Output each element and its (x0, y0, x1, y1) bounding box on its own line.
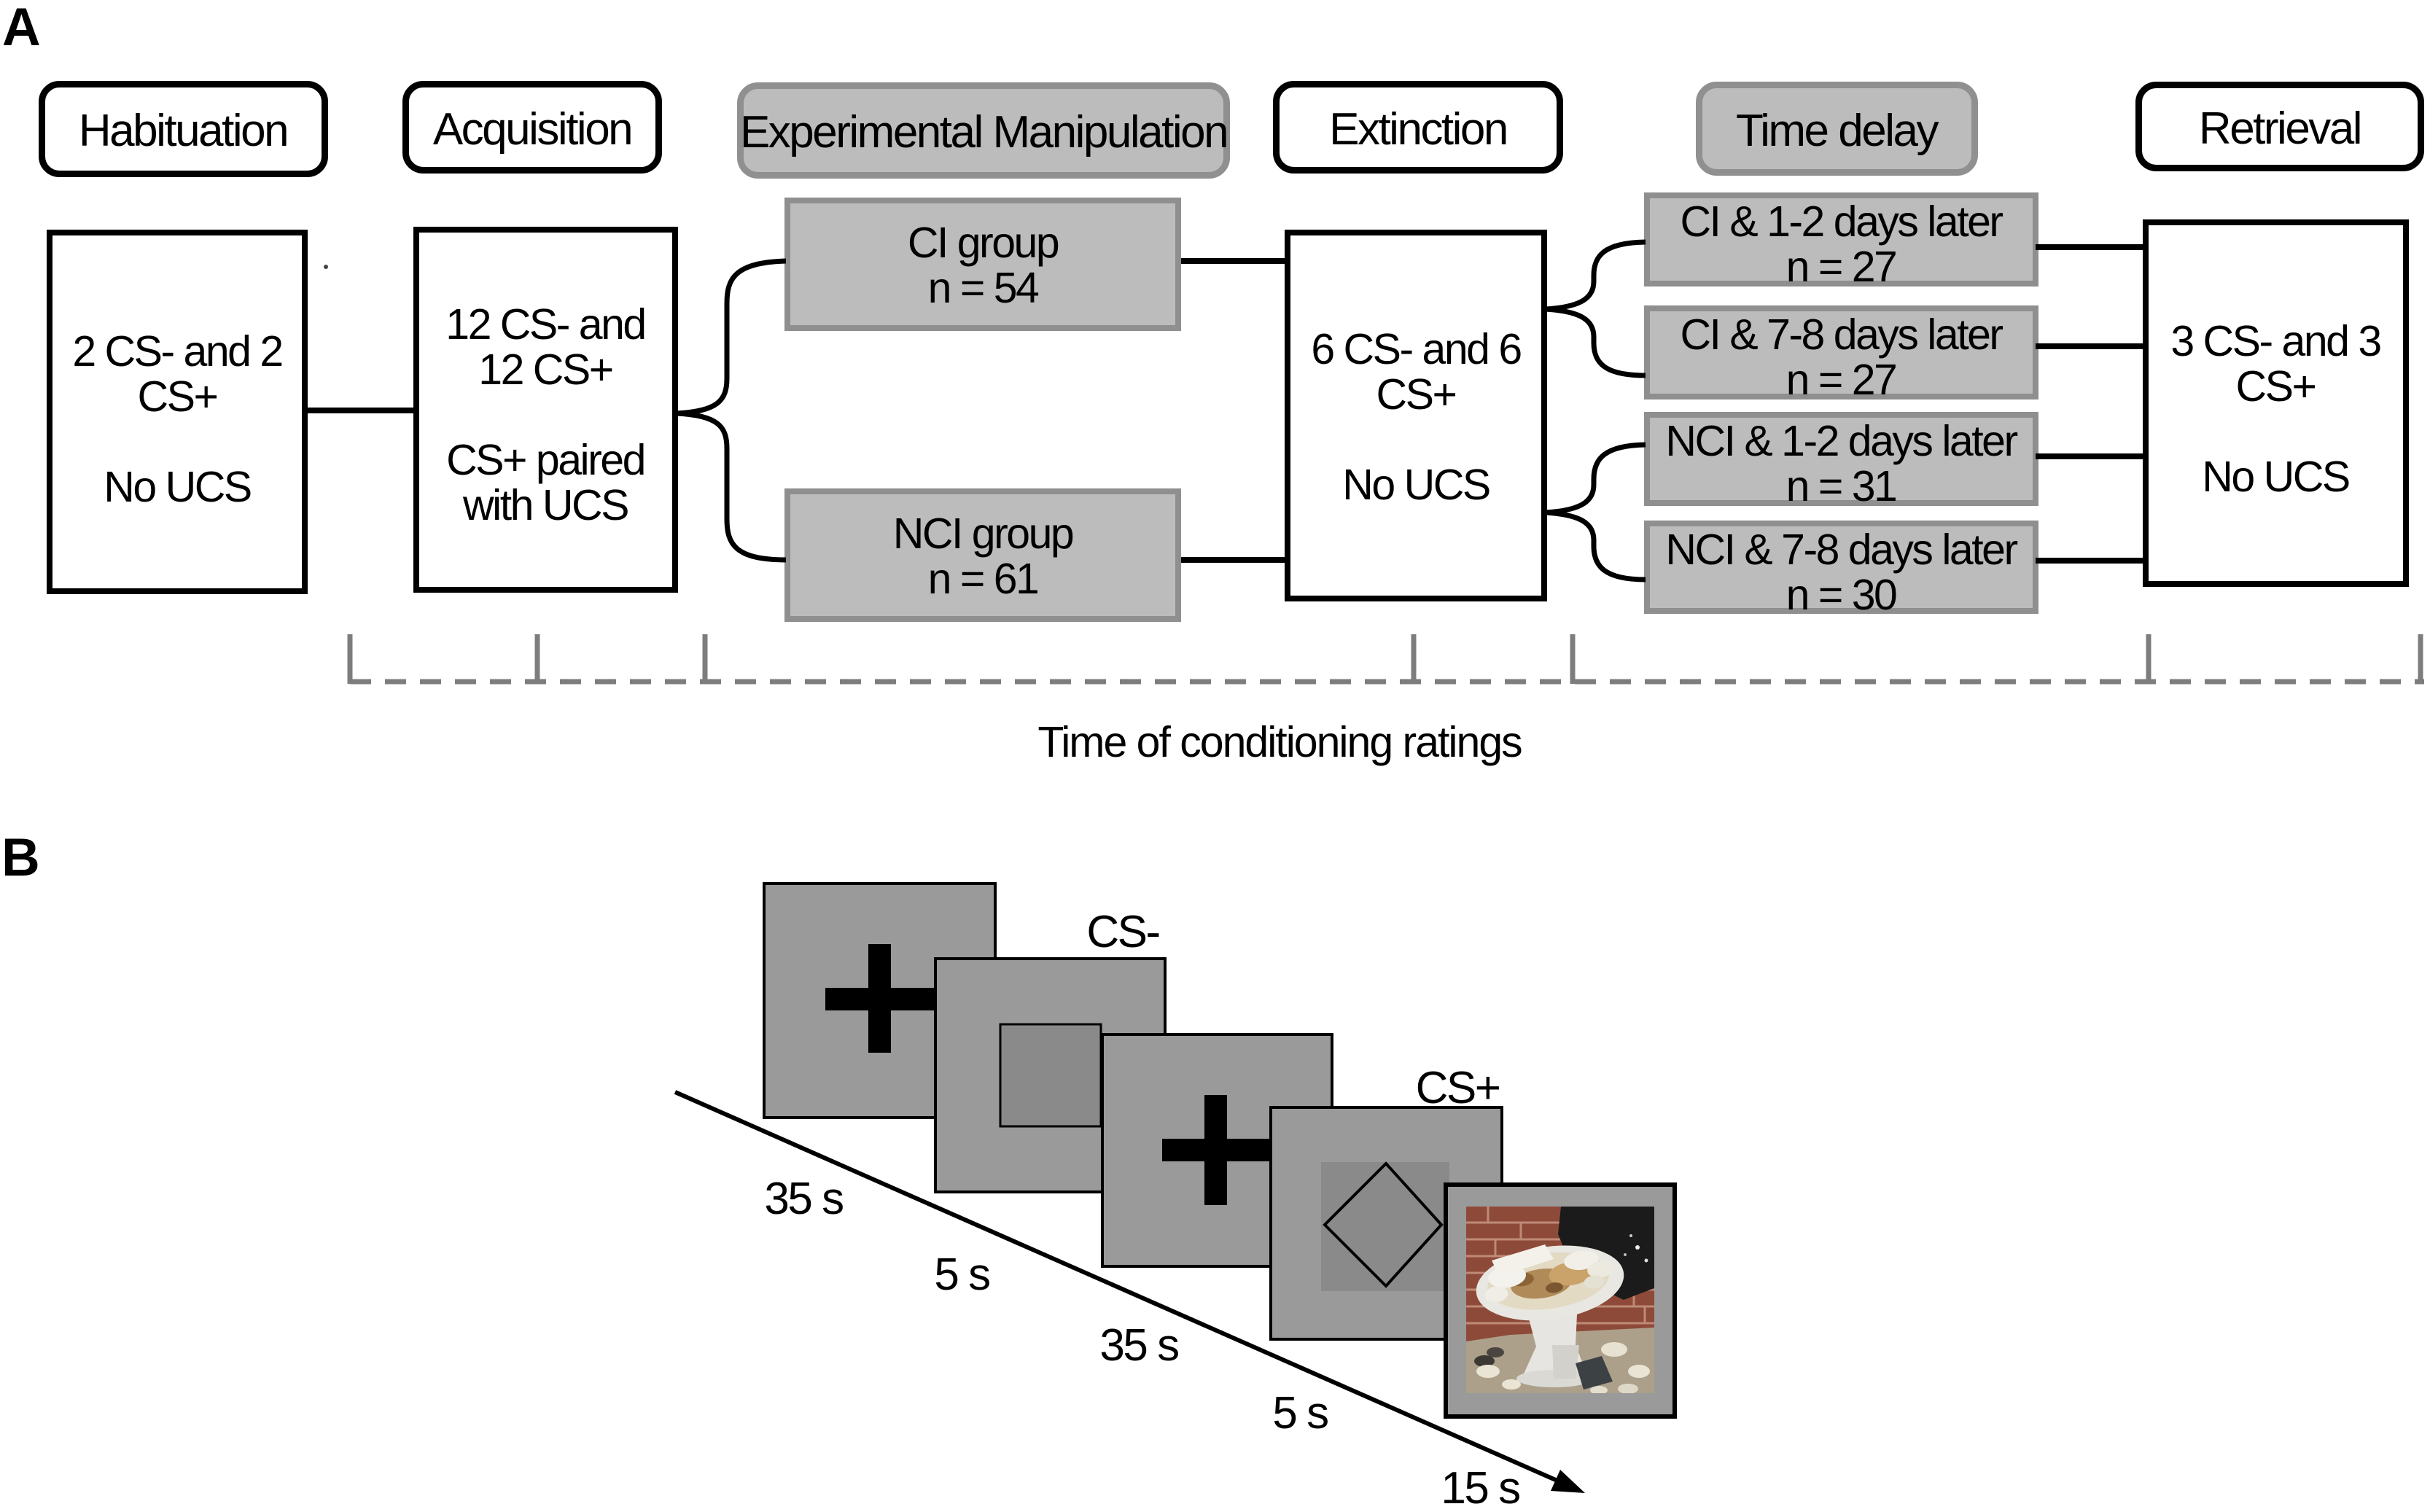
svg-text:B: B (1, 828, 40, 887)
svg-text:No UCS: No UCS (1342, 461, 1489, 509)
svg-text:with UCS: with UCS (462, 481, 628, 529)
svg-text:Extinction: Extinction (1329, 104, 1507, 155)
svg-text:5 s: 5 s (1272, 1388, 1328, 1438)
svg-text:NCI & 7-8 days later: NCI & 7-8 days later (1665, 526, 2017, 574)
svg-text:35 s: 35 s (1099, 1320, 1178, 1371)
svg-text:Time of conditioning ratings: Time of conditioning ratings (1037, 718, 1522, 766)
svg-text:Acquisition: Acquisition (433, 104, 631, 155)
svg-text:Time delay: Time delay (1736, 106, 1939, 156)
svg-text:No UCS: No UCS (104, 463, 251, 511)
svg-text:NCI & 1-2 days later: NCI & 1-2 days later (1665, 417, 2017, 465)
svg-text:CS-: CS- (1086, 907, 1158, 957)
svg-text:5 s: 5 s (934, 1250, 989, 1300)
svg-text:CI group: CI group (908, 219, 1059, 267)
svg-text:3 CS- and 3: 3 CS- and 3 (2170, 317, 2380, 365)
svg-text:35 s: 35 s (764, 1174, 843, 1224)
svg-text:CI & 1-2 days later: CI & 1-2 days later (1680, 198, 2003, 246)
svg-text:n = 54: n = 54 (928, 264, 1039, 312)
svg-text:CS+: CS+ (1376, 370, 1456, 418)
svg-text:15 s: 15 s (1441, 1463, 1519, 1512)
svg-text:A: A (2, 0, 41, 57)
svg-text:12 CS+: 12 CS+ (478, 346, 612, 394)
svg-text:Habituation: Habituation (79, 106, 287, 156)
svg-text:CS+ paired: CS+ paired (446, 436, 645, 484)
svg-text:CS+: CS+ (2236, 362, 2316, 410)
svg-text:n = 61: n = 61 (928, 555, 1038, 603)
svg-text:Retrieval: Retrieval (2199, 104, 2361, 154)
svg-text:n = 31: n = 31 (1786, 462, 1896, 510)
svg-text:No UCS: No UCS (2202, 453, 2349, 501)
svg-text:NCI group: NCI group (893, 510, 1073, 558)
svg-text:n = 27: n = 27 (1786, 243, 1896, 291)
svg-text:6 CS- and 6: 6 CS- and 6 (1311, 325, 1521, 373)
svg-text:n = 27: n = 27 (1786, 356, 1896, 404)
svg-text:CS+: CS+ (138, 373, 217, 421)
svg-text:2 CS- and 2: 2 CS- and 2 (72, 327, 281, 375)
svg-text:CS+: CS+ (1416, 1063, 1500, 1113)
svg-text:12 CS- and: 12 CS- and (445, 300, 645, 348)
svg-text:CI & 7-8 days later: CI & 7-8 days later (1680, 311, 2003, 359)
svg-text:Experimental Manipulation: Experimental Manipulation (740, 107, 1227, 157)
svg-text:n = 30: n = 30 (1786, 571, 1896, 619)
